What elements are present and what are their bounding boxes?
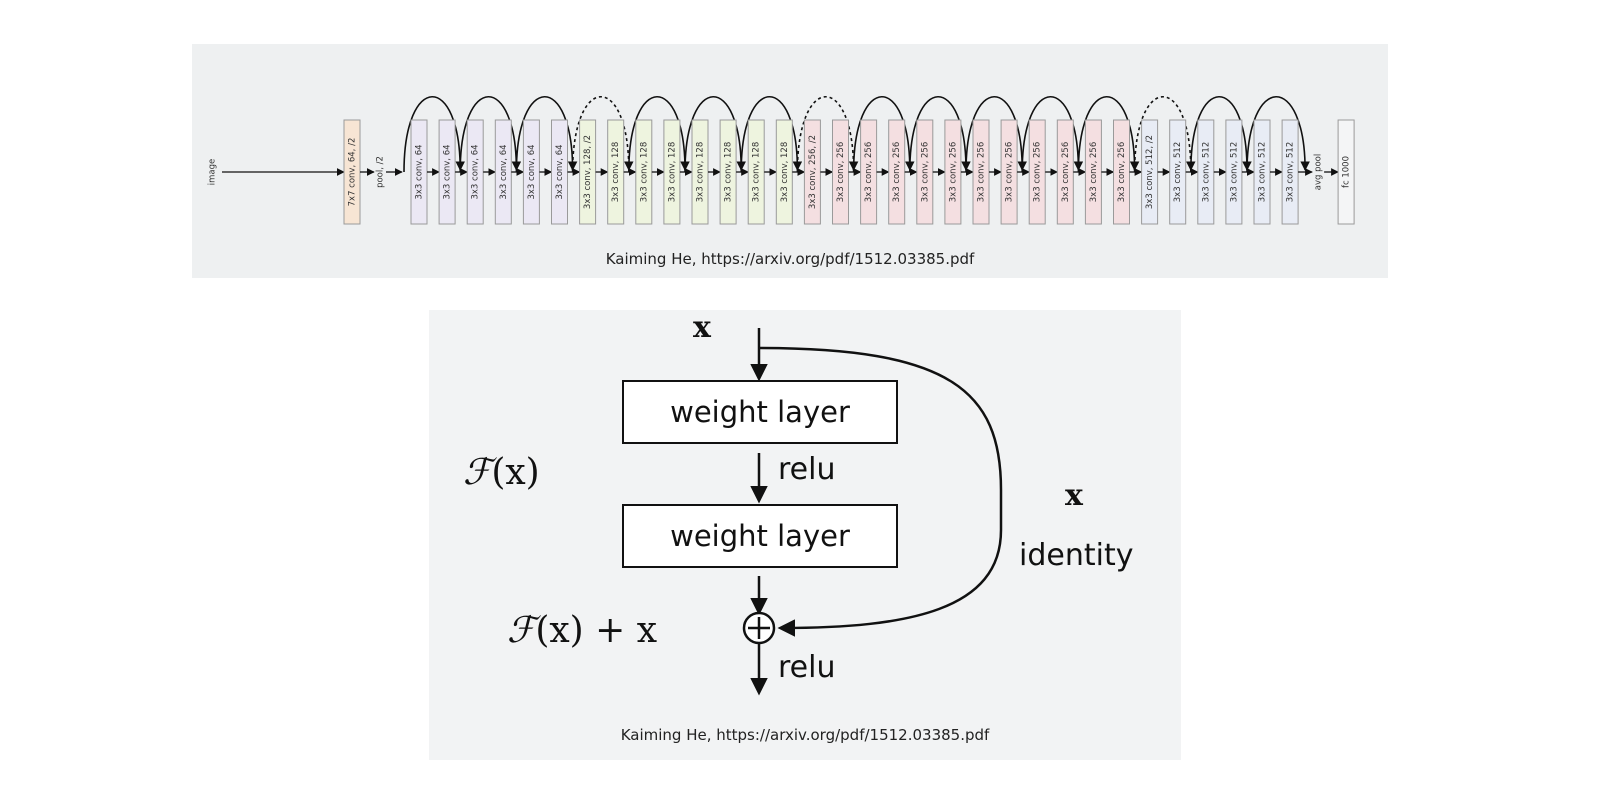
conv-layer-label: 3x3 conv, 512, /2 bbox=[1145, 135, 1155, 209]
projection-shortcut-arc bbox=[1133, 95, 1196, 173]
identity-shortcut-arc bbox=[459, 95, 522, 173]
resnet-diagram: image 7x7 conv, 64, /2 pool, /2 3x3 conv, 6… bbox=[208, 95, 1355, 225]
pool-label: pool, /2 bbox=[376, 156, 386, 188]
bottom-citation-caption: Kaiming He, https://arxiv.org/pdf/1512.0… bbox=[620, 726, 990, 744]
identity-x-label: x bbox=[1065, 478, 1083, 513]
conv-layer-label: 3x3 conv, 256, /2 bbox=[808, 135, 818, 209]
fx-text: (x) bbox=[491, 452, 540, 493]
weight-layer-1: weight layer bbox=[622, 380, 898, 444]
conv-layer-label: 3x3 conv, 128 bbox=[611, 142, 621, 202]
top-citation-caption: Kaiming He, https://arxiv.org/pdf/1512.0… bbox=[605, 250, 975, 268]
fx-label: ℱ(x) bbox=[463, 452, 540, 493]
conv-layer-label: 3x3 conv, 256 bbox=[977, 142, 987, 202]
fx-symbol: ℱ bbox=[463, 452, 492, 493]
conv-layer-label: 3x3 conv, 512 bbox=[1286, 142, 1296, 202]
identity-shortcut-arc bbox=[1021, 95, 1084, 173]
fx-plus-x-text: (x) + x bbox=[535, 610, 658, 651]
conv-layer-label: 3x3 conv, 512 bbox=[1201, 142, 1211, 202]
identity-shortcut-arc bbox=[740, 95, 803, 173]
projection-shortcut-arc bbox=[796, 95, 859, 173]
conv-layer-label: 3x3 conv, 128 bbox=[724, 142, 734, 202]
conv-layer-label: 3x3 conv, 128, /2 bbox=[583, 135, 593, 209]
conv-layer-label: 3x3 conv, 256 bbox=[864, 142, 874, 202]
fx-plus-x-label: ℱ(x) + x bbox=[507, 610, 657, 651]
identity-shortcut-arrow bbox=[758, 346, 1003, 637]
conv-layer-label: 3x3 conv, 128 bbox=[696, 142, 706, 202]
identity-shortcut-arc bbox=[684, 95, 746, 173]
residual-block-diagram bbox=[742, 328, 1003, 696]
conv-layer-label: 3x3 conv, 256 bbox=[836, 142, 846, 202]
conv-layer-label: 3x3 conv, 64 bbox=[443, 144, 453, 199]
residual-block-panel: x weight layer relu weight layer relu ℱ(… bbox=[429, 310, 1181, 760]
conv-layer-label: 3x3 conv, 256 bbox=[1005, 142, 1015, 202]
conv-layer bbox=[579, 119, 597, 225]
fc-label: fc 1000 bbox=[1342, 156, 1352, 188]
avg-pool-label: avg pool bbox=[1314, 154, 1324, 191]
fc-layer bbox=[1337, 119, 1355, 225]
projection-shortcut-arc bbox=[571, 95, 634, 173]
conv-layer-label: 3x3 conv, 64 bbox=[527, 144, 537, 199]
conv-layer-label: 3x3 conv, 128 bbox=[752, 142, 762, 202]
conv-layer-label: 3x3 conv, 256 bbox=[1061, 142, 1071, 202]
identity-shortcut-arc bbox=[1190, 95, 1252, 173]
identity-shortcut-arc bbox=[403, 95, 465, 173]
conv-layer-label: 3x3 conv, 128 bbox=[639, 142, 649, 202]
identity-shortcut-arc bbox=[628, 95, 690, 173]
conv-layer-label: 3x3 conv, 128 bbox=[780, 142, 790, 202]
conv-layer-label: 3x3 conv, 64 bbox=[555, 144, 565, 199]
conv-layer-label: 3x3 conv, 256 bbox=[920, 142, 930, 202]
relu-1-label: relu bbox=[778, 452, 836, 487]
conv-layer bbox=[1169, 119, 1187, 225]
conv-layer-label: 3x3 conv, 64 bbox=[499, 144, 509, 199]
conv-layer-label: 3x3 conv, 256 bbox=[948, 142, 958, 202]
identity-shortcut-arc bbox=[1077, 95, 1140, 173]
weight-layer-2: weight layer bbox=[622, 504, 898, 568]
conv-layer-label: 3x3 conv, 64 bbox=[415, 144, 425, 199]
identity-shortcut-arc bbox=[515, 95, 578, 173]
conv-layer-label: 3x3 conv, 256 bbox=[1117, 142, 1127, 202]
identity-shortcut-arc bbox=[852, 95, 915, 173]
conv-layer-label: 3x3 conv, 256 bbox=[1033, 142, 1043, 202]
conv-layer-label: 3x3 conv, 128 bbox=[667, 142, 677, 202]
input-x-label: x bbox=[693, 310, 711, 345]
image-label: image bbox=[208, 159, 218, 185]
conv-layer-label: 3x3 conv, 512 bbox=[1258, 142, 1268, 202]
conv-layer-label: 3x3 conv, 256 bbox=[1089, 142, 1099, 202]
conv-layer-label: 3x3 conv, 512 bbox=[1229, 142, 1239, 202]
conv-layer-label: 3x3 conv, 64 bbox=[471, 144, 481, 199]
conv-layer-label: 3x3 conv, 256 bbox=[892, 142, 902, 202]
identity-label: identity bbox=[1019, 538, 1134, 573]
weight-layer-2-label: weight layer bbox=[670, 519, 850, 553]
weight-layer-1-label: weight layer bbox=[670, 395, 850, 429]
identity-shortcut-arc bbox=[1246, 96, 1310, 173]
identity-shortcut-arc bbox=[965, 95, 1027, 173]
identity-shortcut-arc bbox=[909, 95, 971, 173]
resnet-architecture-panel: image 7x7 conv, 64, /2 pool, /2 3x3 conv, 6… bbox=[192, 44, 1388, 278]
conv-layer-label: 3x3 conv, 512 bbox=[1173, 142, 1183, 202]
conv7x7-label: 7x7 conv, 64, /2 bbox=[348, 138, 358, 207]
relu-2-label: relu bbox=[778, 650, 836, 685]
conv-layer bbox=[1028, 119, 1046, 225]
fx-plus-x-symbol: ℱ bbox=[507, 610, 536, 651]
